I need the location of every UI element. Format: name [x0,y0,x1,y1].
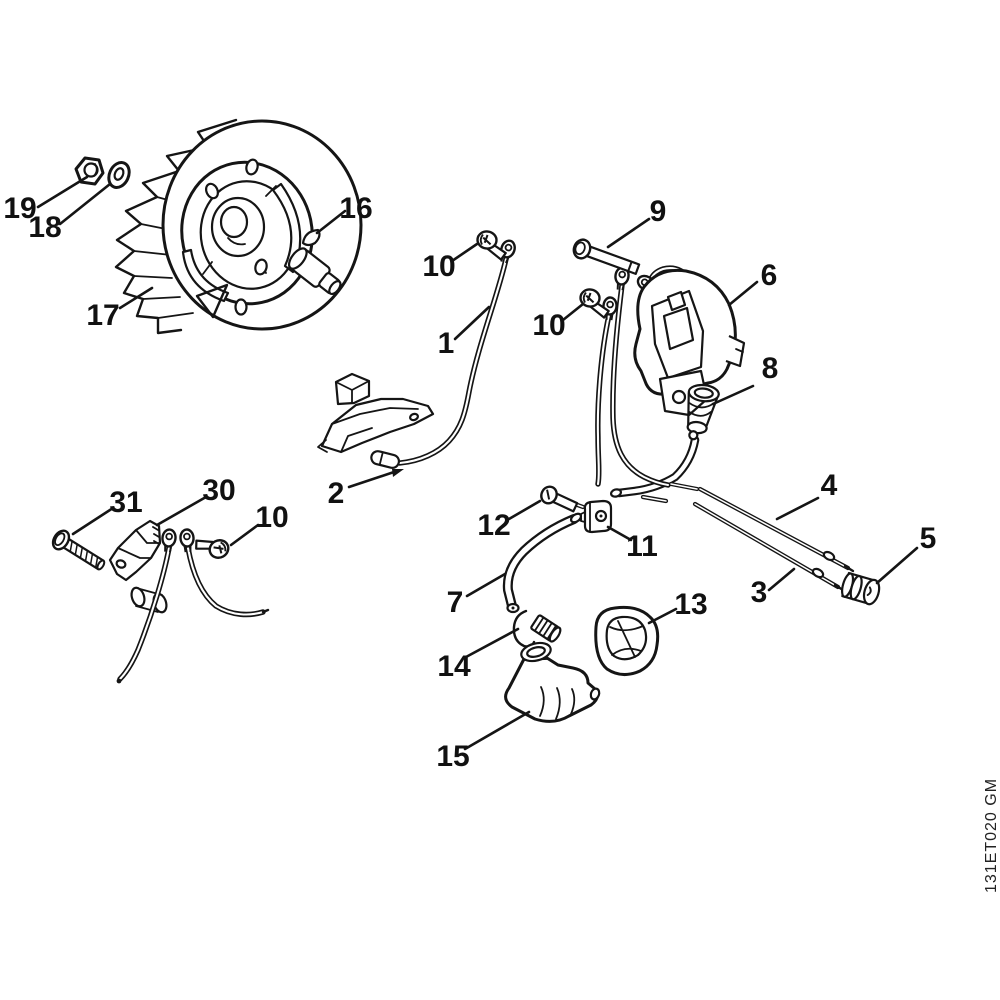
callout-9: 9 [650,195,667,228]
leader-16 [315,209,347,235]
callout-7: 7 [447,586,464,619]
callout-1: 1 [438,327,455,360]
leader-19 [36,175,89,209]
callout-4: 4 [821,469,838,502]
leader-8 [711,384,755,406]
leader-18 [58,182,112,226]
leader-3 [767,567,796,592]
callout-labels: 19 18 17 16 10 1 9 10 6 8 2 12 11 4 5 3 … [3,192,936,773]
callout-8: 8 [762,352,779,385]
leader-11 [606,525,633,542]
short-circuit-wires-drawing [640,481,855,592]
ground-wire-drawing [397,237,519,466]
woodruff-key-drawing [301,228,321,247]
screw-10-c [191,527,233,568]
callout-12: 12 [477,509,510,542]
leader-12 [507,499,542,521]
callout-13: 13 [674,588,707,621]
leader-9 [606,217,651,249]
callout-18: 18 [28,211,61,244]
leader-31 [71,506,115,536]
leader-lines [36,175,919,751]
drawing-code: 131ET020 GM [983,778,1000,893]
leader-15 [463,710,531,751]
leader-1 [453,305,491,341]
hex-nut-drawing [74,156,105,186]
callout-31: 31 [109,486,142,519]
callout-14: 14 [437,650,471,683]
callout-19: 19 [3,192,36,225]
spring-drawing [512,609,562,648]
screw-31 [48,526,110,576]
callout-30: 30 [202,474,235,507]
starter-stud [287,247,342,296]
leader-7 [465,572,507,598]
leader-4 [775,496,820,521]
leader-2-arrowhead [392,469,404,477]
callout-2: 2 [328,477,345,510]
callout-17: 17 [86,299,119,332]
callout-3: 3 [751,576,768,609]
screw-9 [570,236,642,280]
washer-drawing [107,161,131,189]
grommet-drawing [594,605,660,676]
screw-12 [537,482,581,517]
callout-15: 15 [436,740,469,773]
callout-16: 16 [339,192,372,225]
leader-10c [229,523,260,547]
ignition-coil-drawing [633,265,746,417]
leader-5 [875,546,919,585]
switch-shaft-bracket-drawing [317,372,435,469]
leader-14 [464,627,520,659]
leader-30 [155,495,208,527]
leader-10b [561,302,585,322]
leader-10a [450,242,479,263]
leader-13 [647,607,678,625]
flywheel-drawing [114,118,363,335]
spark-plug-boot-drawing [504,641,601,723]
callout-10-c: 10 [255,501,288,534]
spark-plug-sleeve-drawing [609,383,720,498]
bracket-wires-drawing [116,527,270,684]
callout-5: 5 [920,522,937,555]
leader-17 [118,286,154,310]
clamp-bracket-drawing [108,519,168,614]
callout-10-a: 10 [422,250,455,283]
plug-lead-tube-drawing [502,512,583,614]
leader-2 [347,469,399,489]
callout-6: 6 [761,259,778,292]
callout-11: 11 [626,530,658,563]
callout-10-b: 10 [532,309,565,342]
plug-drawing [840,571,881,606]
leader-6 [727,280,759,307]
coil-wires-drawing [595,265,671,488]
